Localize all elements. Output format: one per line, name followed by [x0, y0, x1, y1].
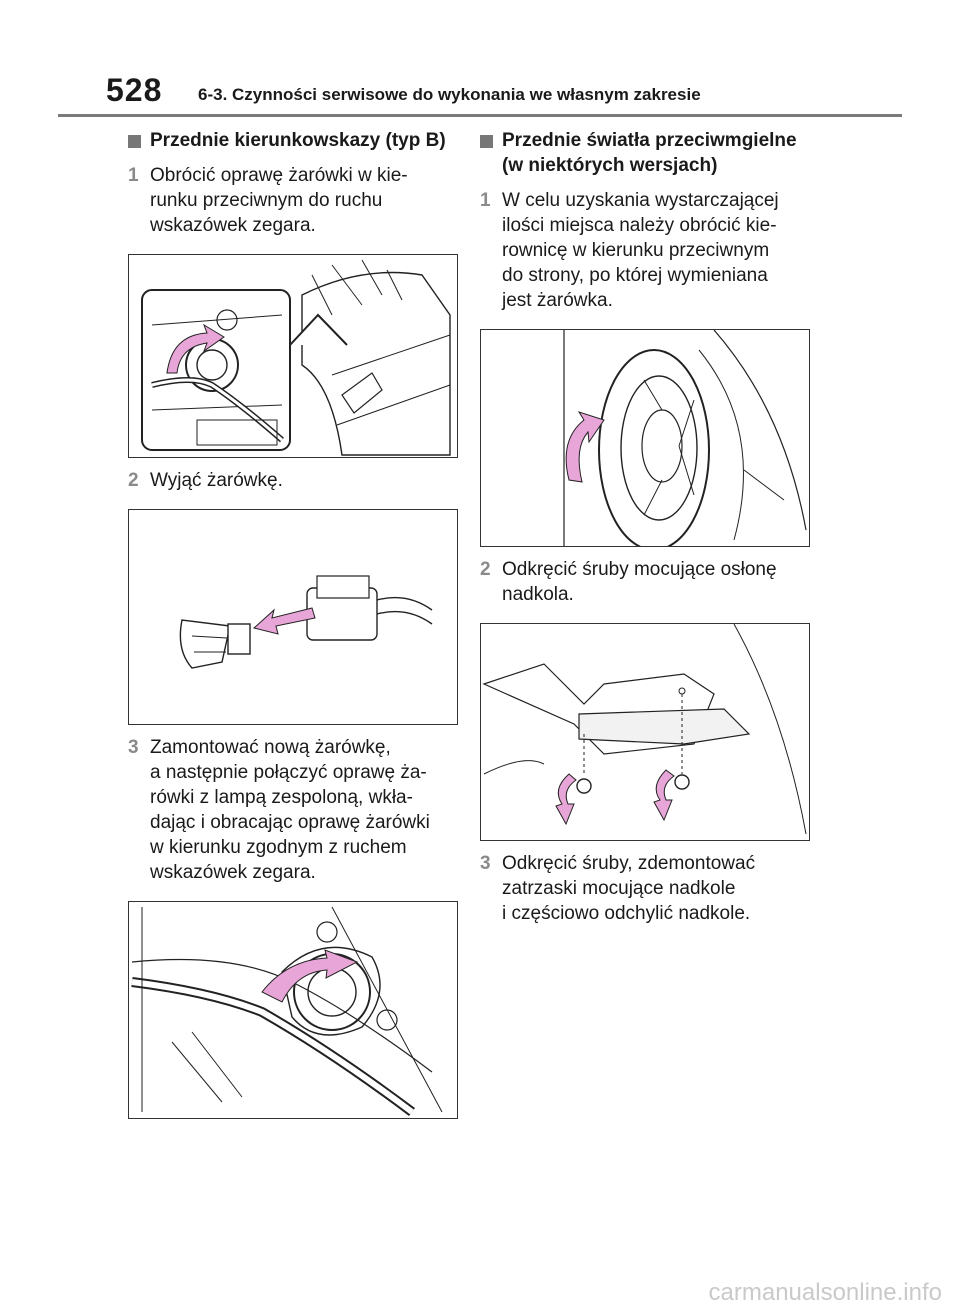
watermark: carmanualsonline.info [708, 1279, 942, 1306]
bulb-socket-rotate-illustration [141, 259, 451, 456]
page-number: 528 [106, 72, 163, 108]
section-title: 6-3. Czynności serwisowe do wykonania we… [198, 85, 701, 104]
right-step-2: 2 Odkręcić śruby mocujące osłonę nadkola… [480, 557, 810, 607]
left-step-3: 3 Zamontować nową żarówkę, a następnie p… [128, 735, 458, 885]
fender-liner-screws-illustration [482, 624, 807, 835]
left-heading: Przednie kierunkowskazy (typ B) [128, 128, 458, 153]
step-number: 3 [128, 737, 139, 758]
step-text: Odkręcić śruby mocujące osłonę nadkola. [502, 559, 777, 605]
step-number: 1 [480, 190, 491, 211]
step-number: 1 [128, 165, 139, 186]
left-step-1: 1 Obrócić oprawę żarówki w kie- runku pr… [128, 163, 458, 238]
wheel-turn-illustration [563, 330, 807, 546]
page-header: 528 6-3. Czynności serwisowe do wykonani… [0, 0, 960, 120]
bulb-install-illustration [131, 906, 443, 1117]
left-step-2: 2 Wyjąć żarówkę. [128, 468, 458, 493]
right-heading: Przednie światła przeciwmgielne (w niekt… [480, 128, 810, 178]
right-column: Przednie światła przeciwmgielne (w niekt… [480, 122, 810, 926]
bulb-removal-illustration [179, 575, 433, 669]
figure-steering-wheel-turn [480, 329, 810, 547]
bullet-square-icon [128, 135, 141, 148]
right-step-3: 3 Odkręcić śruby, zdemontować zatrzaski … [480, 851, 810, 926]
step-number: 2 [128, 470, 139, 491]
figure-bulb-socket-rotate [128, 254, 458, 458]
right-step-1: 1 W celu uzyskania wystarczającej ilości… [480, 188, 810, 313]
step-text: Wyjąć żarówkę. [150, 470, 283, 491]
step-text: Zamontować nową żarówkę, a następnie poł… [150, 737, 430, 883]
step-text: Odkręcić śruby, zdemontować zatrzaski mo… [502, 853, 756, 924]
left-column: Przednie kierunkowskazy (typ B) 1 Obróci… [128, 122, 458, 1119]
figure-bulb-install [128, 901, 458, 1119]
step-text: Obrócić oprawę żarówki w kie- runku prze… [150, 165, 408, 236]
header-rule [58, 114, 902, 117]
figure-fender-liner-screws [480, 623, 810, 841]
bullet-square-icon [480, 135, 493, 148]
step-text: W celu uzyskania wystarczającej ilości m… [502, 190, 779, 311]
step-number: 2 [480, 559, 491, 580]
step-number: 3 [480, 853, 491, 874]
figure-bulb-removal [128, 509, 458, 725]
